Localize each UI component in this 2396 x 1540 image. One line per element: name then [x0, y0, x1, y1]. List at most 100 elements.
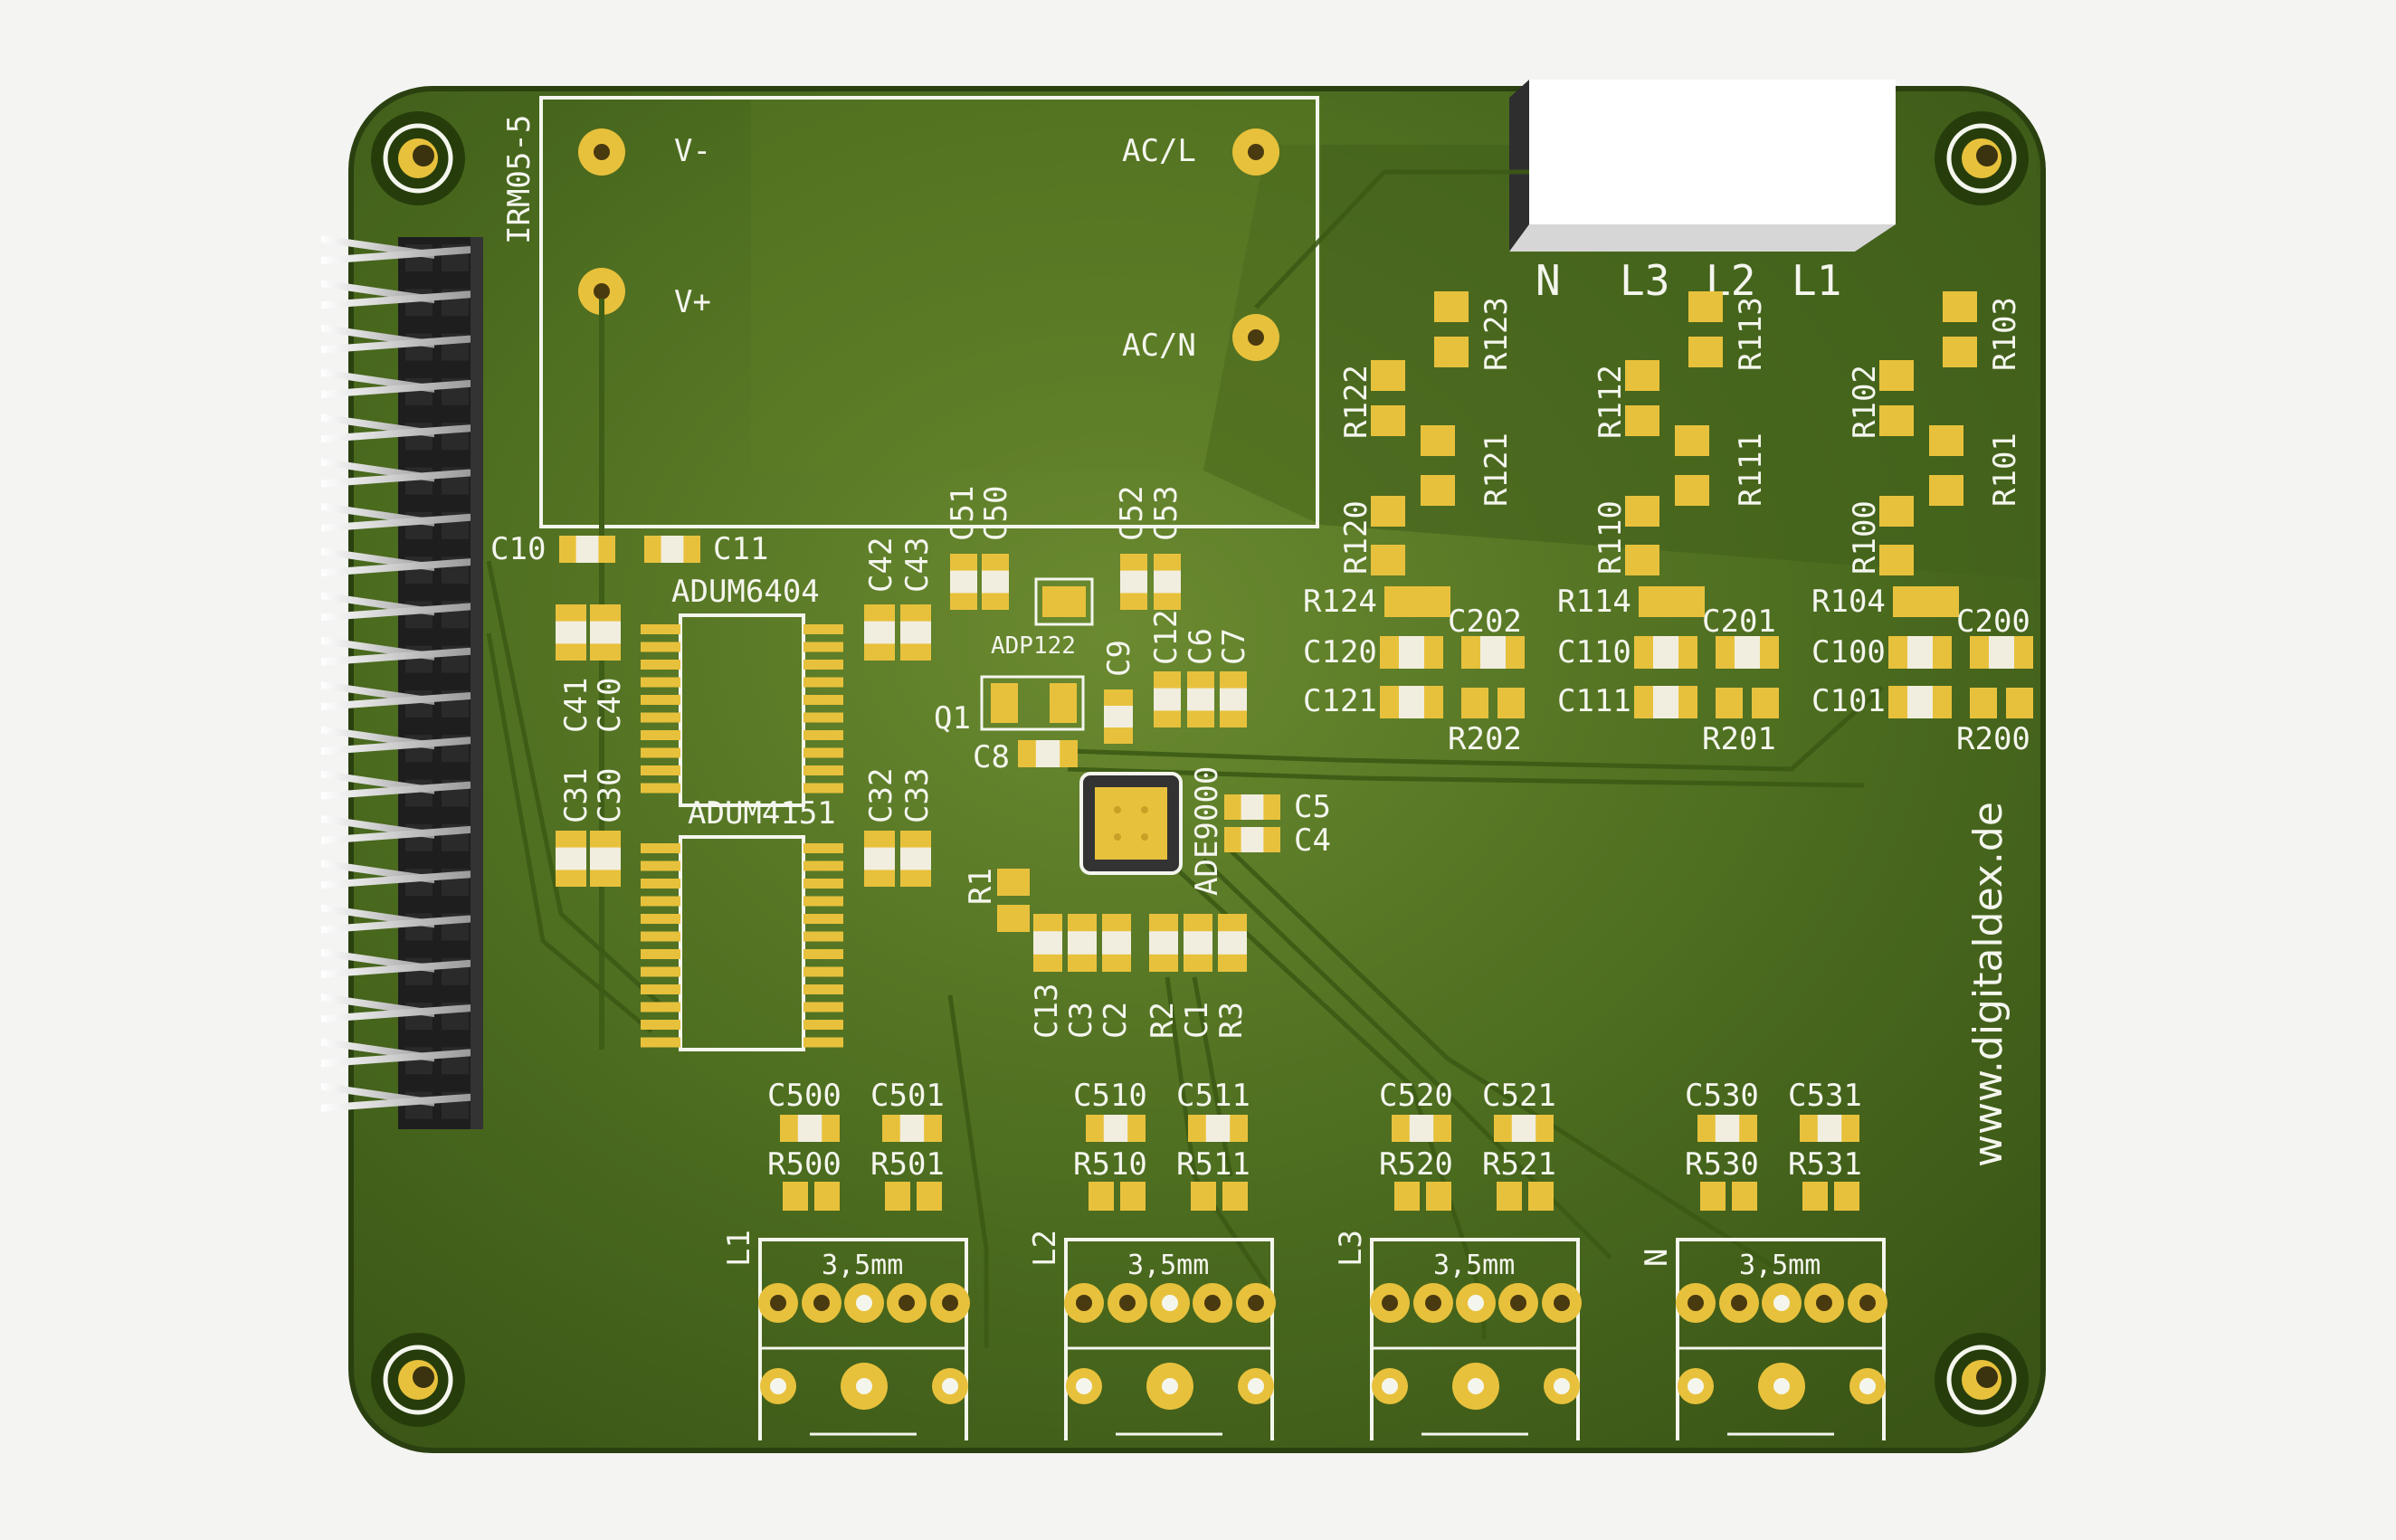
jack-mount-hole: [856, 1378, 872, 1394]
resistor-pad: [1970, 688, 1997, 718]
cap-label: C50: [978, 486, 1014, 541]
ic-pin: [803, 949, 843, 959]
jack-mount-hole: [1773, 1378, 1790, 1394]
part-label: C3: [1063, 1002, 1099, 1039]
resistor-label: R112: [1593, 365, 1629, 439]
pin-label-acl: AC/L: [1122, 133, 1196, 169]
cap-c11: [644, 536, 700, 563]
resistor-pad: [1879, 496, 1914, 527]
resistor-label: R113: [1733, 297, 1769, 371]
ic-pin: [641, 730, 680, 740]
filter-cap: [1634, 636, 1697, 669]
resistor-pad: [1371, 405, 1405, 436]
cap-label: C501: [870, 1078, 945, 1114]
resistor-pad: [1089, 1182, 1114, 1211]
resistor-pad: [1929, 425, 1963, 456]
cap-c33: [900, 831, 931, 887]
cap-label: C42: [863, 537, 899, 593]
cap-c4: [1224, 827, 1280, 852]
resistor-pad: [1752, 688, 1779, 718]
ct-label: L3: [1333, 1230, 1369, 1267]
resistor-pad: [1371, 496, 1405, 527]
ic-pin: [803, 914, 843, 924]
jack-pin-hole: [813, 1295, 830, 1311]
resistor-pad: [783, 1182, 808, 1211]
ic-pin: [641, 642, 680, 652]
header-pin: [321, 1049, 471, 1068]
cap-c43: [900, 604, 931, 661]
jack-size-label: 3,5mm: [1433, 1250, 1515, 1281]
filter-label: C100: [1811, 634, 1886, 670]
part-label: R3: [1213, 1002, 1250, 1039]
ct-cap: [1800, 1115, 1859, 1142]
cap-label: C9: [1101, 640, 1137, 677]
ct-cap: [1392, 1115, 1451, 1142]
resistor-pad: [1191, 1182, 1216, 1211]
cap-c32: [864, 831, 895, 887]
resistor-label: R510: [1073, 1146, 1147, 1183]
header-pin: [321, 246, 471, 264]
cap-c30: [590, 831, 621, 887]
header-pin: [321, 335, 471, 354]
jack-mount-hole: [1248, 1378, 1264, 1394]
smd-part: [1184, 914, 1212, 972]
jack-pin-hole: [1076, 1295, 1092, 1311]
header-pin: [321, 469, 471, 488]
resistor-pad: [814, 1182, 840, 1211]
filter-cap: [1888, 636, 1952, 669]
cap-label: C33: [899, 768, 936, 823]
resistor-pad: [1434, 291, 1469, 322]
jack-pin-hole: [1773, 1295, 1790, 1311]
ic-pin: [803, 843, 843, 853]
chip-adum6404: [641, 613, 843, 807]
resistor-pad: [1943, 291, 1977, 322]
chip-label-ade9000: ADE9000: [1189, 766, 1225, 896]
cap-label: C41: [558, 678, 594, 733]
cap-label: C11: [713, 531, 768, 567]
jack-mount-hole: [1382, 1378, 1398, 1394]
filter-label: R202: [1448, 721, 1522, 757]
jack-mount-hole: [1076, 1378, 1092, 1394]
resistor-pad: [1528, 1182, 1554, 1211]
smd-part: [1033, 914, 1062, 972]
ic-pin: [803, 765, 843, 775]
ct-cap: [1697, 1115, 1757, 1142]
ic-pin: [803, 931, 843, 942]
header-pin: [321, 424, 471, 443]
resistor-pad: [1625, 360, 1659, 391]
header-pin: [321, 692, 471, 710]
ct-cap: [882, 1115, 942, 1142]
divider-pads: [1371, 291, 1977, 617]
header-pin: [321, 290, 471, 309]
resistor-pad: [1670, 586, 1705, 617]
ic-pin: [641, 712, 680, 723]
filter-label: C200: [1956, 604, 2030, 640]
resistor-pad: [1384, 586, 1419, 617]
jack-pin-hole: [1688, 1295, 1704, 1311]
resistor-pad: [1943, 337, 1977, 367]
resistor-pad: [997, 869, 1030, 896]
resistor-pad: [2006, 688, 2033, 718]
filter-label: R201: [1702, 721, 1776, 757]
cap-label: C12: [1148, 610, 1184, 665]
smd-components: [556, 536, 2033, 1142]
smd-part: [1149, 914, 1178, 972]
ic-pin: [803, 1037, 843, 1048]
chip-label-adum4151: ADUM4151: [688, 795, 836, 832]
resistor-pad: [1675, 425, 1709, 456]
cap-label: C10: [490, 531, 546, 567]
gpio-header: [321, 235, 483, 1129]
cap-label: C531: [1788, 1078, 1862, 1114]
ct-cap: [1086, 1115, 1146, 1142]
resistor-pad: [917, 1182, 942, 1211]
mounting-hole-tr: [1935, 111, 2029, 205]
cap-c51: [950, 554, 977, 610]
resistor-label: R114: [1557, 584, 1631, 620]
ic-pin: [641, 896, 680, 907]
header-pin: [321, 379, 471, 398]
ct-input-n: [1676, 1182, 1887, 1440]
ct-cap: [1494, 1115, 1554, 1142]
jack-pin-hole: [1204, 1295, 1221, 1311]
resistor-pad: [1732, 1182, 1757, 1211]
ic-pin: [803, 642, 843, 652]
